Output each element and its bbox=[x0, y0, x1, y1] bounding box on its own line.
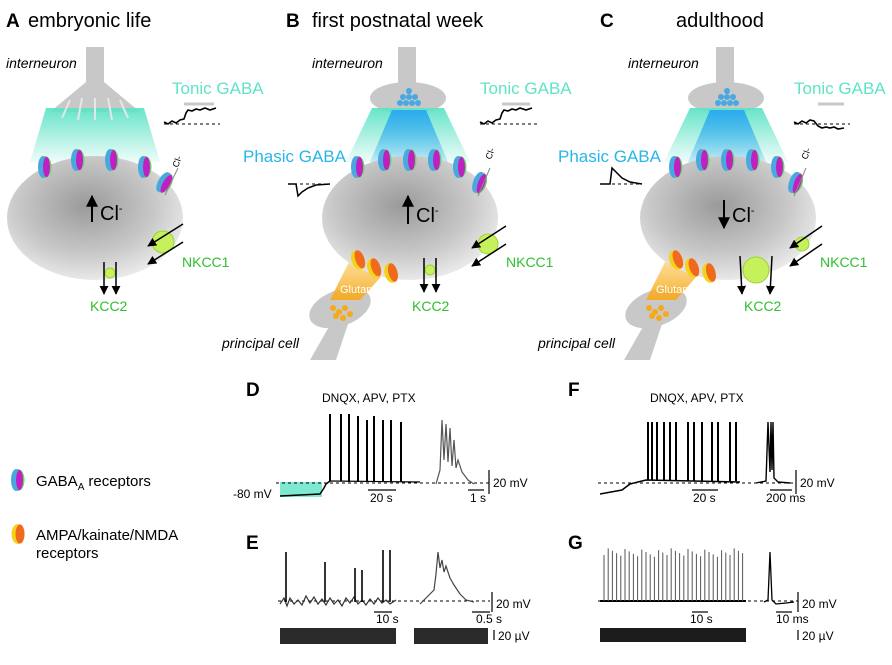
phasic-gaba-cloud-c bbox=[688, 110, 766, 162]
interneuron-terminal-a bbox=[50, 82, 140, 112]
phasic-trace-c bbox=[600, 166, 643, 185]
panel-b-title: first postnatal week bbox=[312, 10, 484, 32]
nkcc1-label-b: NKCC1 bbox=[506, 254, 554, 270]
g-scale-v: 20 mV bbox=[802, 597, 837, 611]
tonic-gaba-label-c: Tonic GABA bbox=[794, 79, 886, 98]
phasic-trace-b bbox=[288, 183, 331, 198]
kcc2-b bbox=[424, 264, 436, 276]
soma-c bbox=[640, 156, 816, 280]
spikes-g bbox=[603, 548, 744, 601]
interneuron-label-a: interneuron bbox=[6, 55, 77, 71]
cl-small-b: Cl- bbox=[483, 146, 496, 160]
principal-cell-b bbox=[310, 318, 350, 360]
nkcc1-label-a: NKCC1 bbox=[182, 254, 230, 270]
soma-a bbox=[7, 156, 183, 280]
panel-b: B first postnatal week interneuron Tonic… bbox=[221, 10, 572, 360]
cl-label-b: Cl- bbox=[416, 205, 439, 227]
panel-a-title: embryonic life bbox=[28, 10, 151, 32]
f-scale-t2: 200 ms bbox=[766, 491, 805, 505]
phasic-gaba-cloud-b bbox=[370, 110, 448, 162]
d-scale-t1: 20 s bbox=[370, 491, 393, 505]
d-scale-v: 20 mV bbox=[493, 476, 528, 490]
extracellular-e bbox=[280, 628, 396, 644]
spikes-d bbox=[329, 414, 402, 482]
e-scale-t1: 10 s bbox=[376, 612, 399, 626]
cl-label-c: Cl- bbox=[732, 205, 755, 227]
principal-cell-c bbox=[624, 318, 664, 360]
panel-e-letter: E bbox=[246, 533, 259, 554]
nkcc1-label-c: NKCC1 bbox=[820, 254, 868, 270]
trace-e-inset bbox=[419, 551, 475, 605]
d-vm: -80 mV bbox=[233, 487, 272, 501]
cl-small-c: Cl- bbox=[799, 146, 812, 160]
e-scale-t2: 0.5 s bbox=[476, 612, 502, 626]
panel-b-letter: B bbox=[286, 11, 300, 32]
panel-g-letter: G bbox=[568, 533, 583, 554]
spikes-e bbox=[285, 550, 391, 602]
kcc2-label-c: KCC2 bbox=[744, 298, 782, 314]
legend-ampa-2: receptors bbox=[36, 545, 99, 562]
panel-a: A embryonic life interneuron Tonic GABA … bbox=[6, 10, 264, 314]
f-scale-t1: 20 s bbox=[693, 491, 716, 505]
interneuron-axon-b bbox=[398, 47, 416, 87]
interneuron-axon-c bbox=[716, 47, 734, 87]
panel-g: G 20 mV 10 s 10 ms 20 µV bbox=[568, 533, 837, 643]
kcc2-label-a: KCC2 bbox=[90, 298, 128, 314]
soma-b bbox=[322, 156, 498, 280]
panel-f-letter: F bbox=[568, 380, 580, 401]
panel-d-drugs: DNQX, APV, PTX bbox=[322, 391, 416, 405]
interneuron-label-b: interneuron bbox=[312, 55, 383, 71]
f-scale-v: 20 mV bbox=[800, 476, 835, 490]
kcc2-c bbox=[742, 256, 770, 284]
tonic-gaba-cloud-a bbox=[30, 108, 160, 162]
g-scale-t1: 10 s bbox=[690, 612, 713, 626]
panel-c: C adulthood interneuron Tonic GABA Phasi… bbox=[537, 10, 886, 360]
glutamate-label-b: Glutamate bbox=[340, 284, 391, 296]
d-scale-t2: 1 s bbox=[470, 491, 486, 505]
trace-d-inset bbox=[435, 419, 475, 485]
cl-label-a: Cl- bbox=[100, 203, 123, 225]
panel-e: E 20 mV 10 s 0.5 s 20 µV bbox=[246, 533, 531, 644]
e-scale-v: 20 mV bbox=[496, 597, 531, 611]
tonic-trace-b bbox=[479, 107, 533, 125]
panel-d-letter: D bbox=[246, 380, 260, 401]
principal-label-c: principal cell bbox=[537, 335, 616, 351]
tonic-gaba-label-a: Tonic GABA bbox=[172, 79, 264, 98]
panel-f-drugs: DNQX, APV, PTX bbox=[650, 391, 744, 405]
g-scale-t2: 10 ms bbox=[776, 612, 809, 626]
principal-label-b: principal cell bbox=[221, 335, 300, 351]
glutamate-label-c: Glutamate bbox=[656, 284, 707, 296]
phasic-gaba-label-b: Phasic GABA bbox=[243, 147, 347, 166]
trace-f-inset bbox=[755, 421, 791, 484]
trace-g-inset bbox=[763, 551, 795, 605]
tonic-gaba-label-b: Tonic GABA bbox=[480, 79, 572, 98]
phasic-gaba-label-c: Phasic GABA bbox=[558, 147, 662, 166]
extracellular-g bbox=[600, 628, 746, 642]
panel-d: D DNQX, APV, PTX 20 mV 20 s 1 s -80 mV bbox=[233, 380, 528, 505]
spikes-f bbox=[647, 422, 737, 481]
panel-c-title: adulthood bbox=[676, 10, 764, 32]
cl-small-a: Cl- bbox=[170, 154, 183, 168]
g-scale-uv: 20 µV bbox=[802, 629, 834, 643]
legend-ampa-1: AMPA/kainate/NMDA bbox=[36, 527, 178, 544]
interneuron-label-c: interneuron bbox=[628, 55, 699, 71]
trace-d bbox=[279, 480, 331, 497]
interneuron-axon-a bbox=[86, 47, 104, 87]
panel-a-letter: A bbox=[6, 11, 20, 32]
panel-c-letter: C bbox=[600, 11, 614, 32]
tonic-trace-a bbox=[163, 107, 217, 125]
cyan-patch-d bbox=[280, 482, 322, 497]
kcc2-label-b: KCC2 bbox=[412, 298, 450, 314]
trace-e bbox=[279, 594, 397, 608]
extracellular-e-inset bbox=[414, 628, 488, 644]
tonic-trace-c bbox=[793, 119, 845, 130]
trace-f bbox=[599, 479, 741, 495]
kcc2-a bbox=[104, 267, 116, 279]
panel-f: F DNQX, APV, PTX 20 mV 20 s 200 ms bbox=[568, 380, 835, 505]
e-scale-uv: 20 µV bbox=[498, 629, 530, 643]
